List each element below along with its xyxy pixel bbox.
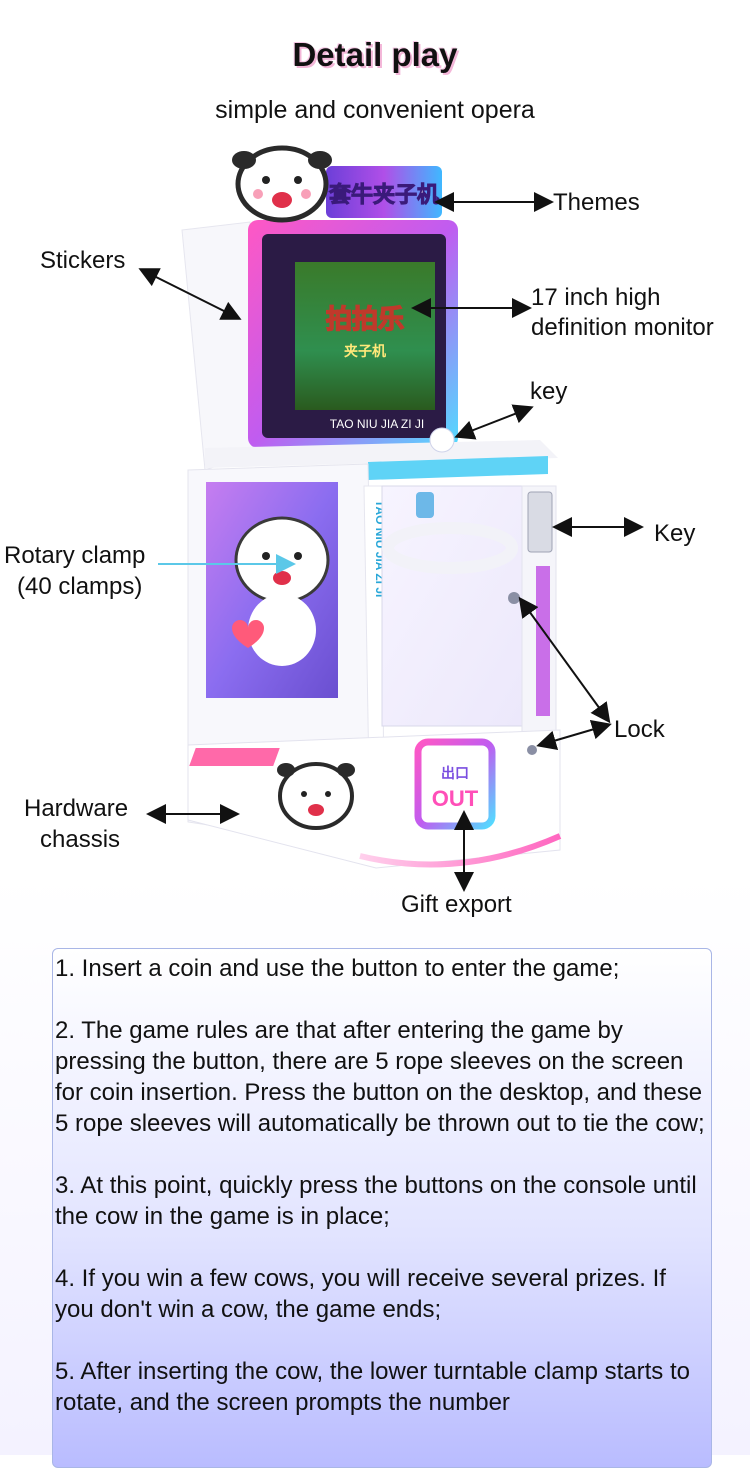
label-monitor-line2: definition monitor <box>531 314 714 341</box>
label-key-side: Key <box>654 520 696 547</box>
cow-mascot-top <box>232 145 332 223</box>
coin-mechanism <box>527 491 553 553</box>
instruction-4: 4. If you win a few cows, you will recei… <box>55 1265 666 1323</box>
label-monitor-line1: 17 inch high <box>531 284 661 311</box>
label-lock: Lock <box>614 716 665 743</box>
cow-mascot-base <box>277 762 355 830</box>
label-key-top: key <box>530 378 568 405</box>
label-rotary-line2: (40 clamps) <box>17 573 143 600</box>
screen-title: 拍拍乐 <box>326 305 404 335</box>
exit-line2: OUT <box>432 786 479 811</box>
label-chassis-line1: Hardware <box>24 795 129 822</box>
rotary-clamp <box>382 522 518 574</box>
instruction-3: 3. At this point, quickly press the butt… <box>55 1172 697 1230</box>
themes-marquee <box>326 166 442 218</box>
lock-side <box>508 592 520 604</box>
instruction-1: 1. Insert a coin and use the button to e… <box>55 955 620 982</box>
instruction-2: 2. The game rules are that after enterin… <box>55 1017 705 1137</box>
label-stickers: Stickers <box>40 247 126 274</box>
brand-text: TAO NIU JIA ZI JI <box>330 417 424 431</box>
screen-subtitle: 夹子机 <box>344 343 386 360</box>
page-subtitle: simple and convenient opera <box>215 96 535 124</box>
machine-illustration: 拍拍乐 夹子机 TAO NIU JIA ZI JI 套牛夹子机 TAO NIU … <box>181 145 562 869</box>
instructions-box: 1. Insert a coin and use the button to e… <box>52 948 712 1468</box>
label-chassis-line2: chassis <box>40 826 121 853</box>
gift-exit <box>414 738 496 830</box>
marquee-text: 套牛夹子机 <box>329 182 439 208</box>
label-themes: Themes <box>553 189 640 216</box>
key-button <box>429 427 455 453</box>
label-rotary-line1: Rotary clamp <box>4 542 146 569</box>
lock-base <box>527 745 537 755</box>
label-gift: Gift export <box>401 891 512 918</box>
exit-line1: 出口 <box>441 765 469 782</box>
instruction-5: 5. After inserting the cow, the lower tu… <box>55 1358 690 1416</box>
glass-window <box>381 485 523 727</box>
monitor-screen <box>295 262 435 410</box>
page-title: Detail play <box>292 36 458 73</box>
